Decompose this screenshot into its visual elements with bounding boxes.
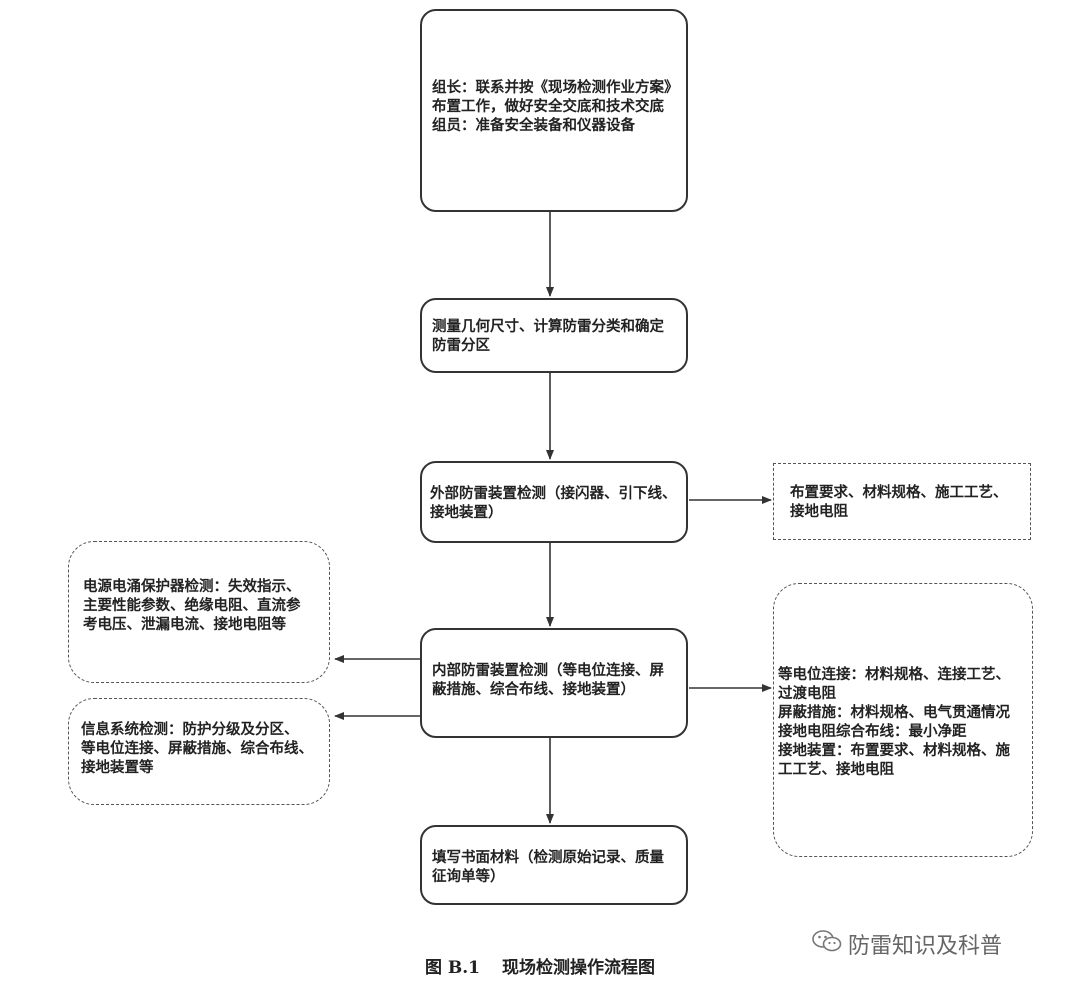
figure-number: 图 B.1 — [424, 958, 481, 978]
internal-inspection-items: 等电位连接：材料规格、连接工艺、 过渡电阻 屏蔽措施：材料规格、电气贯通情况 接… — [773, 583, 1033, 857]
step-internal-inspection: 内部防雷装置检测（等电位连接、屏 蔽措施、综合布线、接地装置） — [420, 628, 688, 738]
watermark: 防雷知识及科普 — [812, 928, 1002, 960]
surge-line-2: 主要性能参数、绝缘电阻、直流参 — [83, 598, 301, 614]
internal-items-line-5: 接地装置：布置要求、材料规格、施 — [778, 743, 1010, 759]
step-fill-records: 填写书面材料（检测原始记录、质量 征询单等） — [420, 825, 688, 905]
internal-items-line-6: 工工艺、接地电阻 — [778, 762, 894, 778]
figure-caption: 图 B.1 现场检测操作流程图 — [0, 953, 1080, 978]
step-measure-line-2: 防雷分区 — [432, 338, 490, 354]
figure-title: 现场检测操作流程图 — [502, 958, 656, 978]
surge-protector-inspection: 电源电涌保护器检测：失效指示、 主要性能参数、绝缘电阻、直流参 考电压、泄漏电流… — [68, 541, 330, 683]
step-internal-line-1: 内部防雷装置检测（等电位连接、屏 — [432, 663, 664, 679]
watermark-text: 防雷知识及科普 — [848, 934, 1003, 959]
external-inspection-items: 布置要求、材料规格、施工工艺、 接地电阻 — [773, 463, 1031, 540]
info-line-3: 接地装置等 — [81, 760, 154, 776]
info-line-2: 等电位连接、屏蔽措施、综合布线、 — [81, 741, 313, 757]
step-internal-line-2: 蔽措施、综合布线、接地装置） — [432, 682, 635, 698]
step-records-line-2: 征询单等） — [432, 869, 505, 885]
step-team-prep-line-2: 布置工作，做好安全交底和技术交底 — [432, 99, 664, 115]
info-system-inspection: 信息系统检测：防护分级及分区、 等电位连接、屏蔽措施、综合布线、 接地装置等 — [68, 698, 330, 805]
step-records-line-1: 填写书面材料（检测原始记录、质量 — [432, 850, 664, 866]
surge-line-3: 考电压、泄漏电流、接地电阻等 — [83, 617, 286, 633]
step-team-prep-line-1: 组长：联系并按《现场检测作业方案》 — [432, 80, 679, 96]
step-team-prep-line-3: 组员：准备安全装备和仪器设备 — [432, 118, 635, 134]
step-external-line-1: 外部防雷装置检测（接闪器、引下线、 — [430, 486, 677, 502]
internal-items-line-4: 接地电阻综合布线：最小净距 — [778, 724, 967, 740]
step-external-inspection: 外部防雷装置检测（接闪器、引下线、 接地装置） — [420, 461, 688, 543]
internal-items-line-1: 等电位连接：材料规格、连接工艺、 — [778, 667, 1010, 683]
step-external-line-2: 接地装置） — [430, 505, 503, 521]
internal-items-line-2: 过渡电阻 — [778, 686, 836, 702]
info-line-1: 信息系统检测：防护分级及分区、 — [81, 722, 299, 738]
surge-line-1: 电源电涌保护器检测：失效指示、 — [83, 579, 301, 595]
external-items-line-1: 布置要求、材料规格、施工工艺、 — [790, 485, 1008, 501]
internal-items-line-3: 屏蔽措施：材料规格、电气贯通情况 — [778, 705, 1010, 721]
step-measure: 测量几何尺寸、计算防雷分类和确定 防雷分区 — [420, 298, 688, 373]
wechat-icon — [812, 929, 842, 959]
step-team-prep: 组长：联系并按《现场检测作业方案》 布置工作，做好安全交底和技术交底 组员：准备… — [420, 9, 688, 212]
step-measure-line-1: 测量几何尺寸、计算防雷分类和确定 — [432, 319, 664, 335]
external-items-line-2: 接地电阻 — [790, 504, 848, 520]
